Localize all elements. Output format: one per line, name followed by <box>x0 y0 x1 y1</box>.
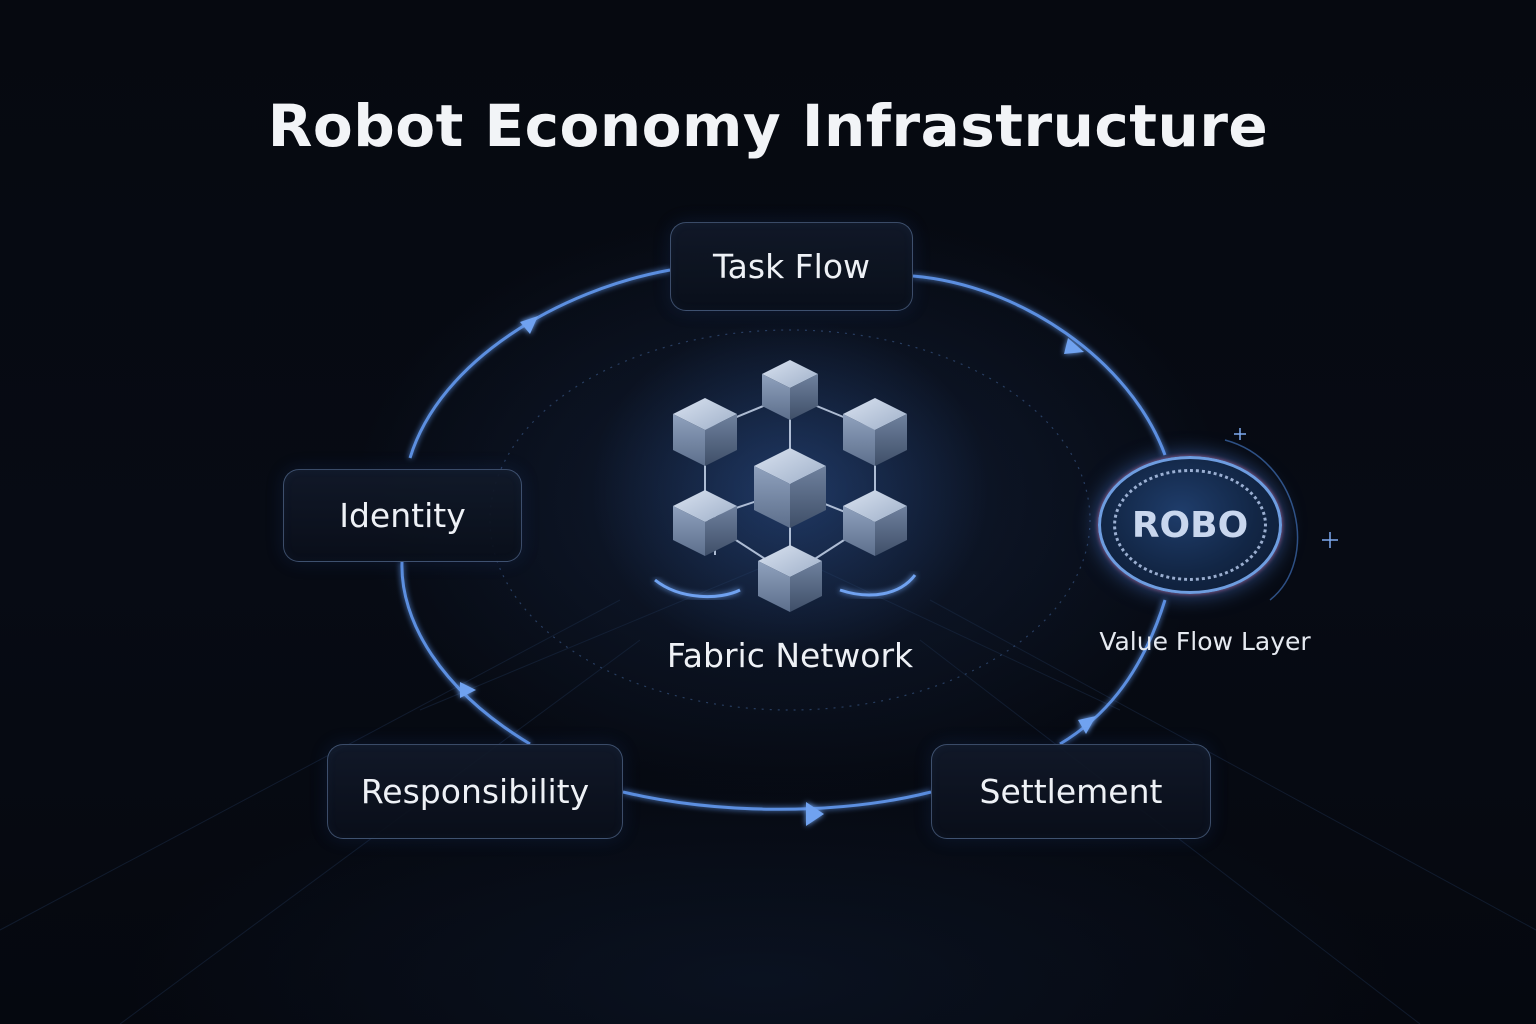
arc-settlement-to-responsibility <box>622 790 932 811</box>
cube-left <box>673 398 737 466</box>
arrow-left-down-icon <box>460 682 476 698</box>
arrow-down-right-icon <box>1078 716 1096 734</box>
page-title: Robot Economy Infrastructure <box>267 92 1269 160</box>
cube-network-icon <box>654 360 917 612</box>
coin-icon: ROBO <box>1098 456 1282 594</box>
cube-bottom <box>758 545 822 612</box>
cube-center <box>754 448 826 528</box>
cube-right <box>843 398 907 466</box>
node-settlement: Settlement <box>931 744 1211 839</box>
fabric-network-label: Fabric Network <box>666 636 914 675</box>
cube-top <box>762 360 818 420</box>
cube-bottom-left <box>673 490 737 556</box>
coin-symbol: ROBO <box>1131 504 1249 546</box>
arrow-right-top-icon <box>1064 338 1084 354</box>
arc-coin-to-settlement <box>1059 599 1167 746</box>
main-ring <box>400 268 1167 811</box>
node-responsibility: Responsibility <box>327 744 623 839</box>
node-task-flow: Task Flow <box>670 222 913 311</box>
arc-task-to-coin <box>912 274 1167 456</box>
arc-identity-to-task <box>408 268 671 459</box>
coin-dotted-rim <box>1113 469 1267 581</box>
coin-orbit <box>1224 439 1299 601</box>
arc-responsibility-to-identity <box>400 561 531 746</box>
arrow-left-up-icon <box>520 316 538 334</box>
node-identity: Identity <box>283 469 522 562</box>
cube-bottom-right <box>843 490 907 556</box>
value-flow-layer-label: Value Flow Layer <box>1099 627 1311 656</box>
arrow-bottom-icon <box>806 802 824 826</box>
flow-arrows <box>460 316 1096 826</box>
sparkle-icon <box>1234 428 1338 548</box>
